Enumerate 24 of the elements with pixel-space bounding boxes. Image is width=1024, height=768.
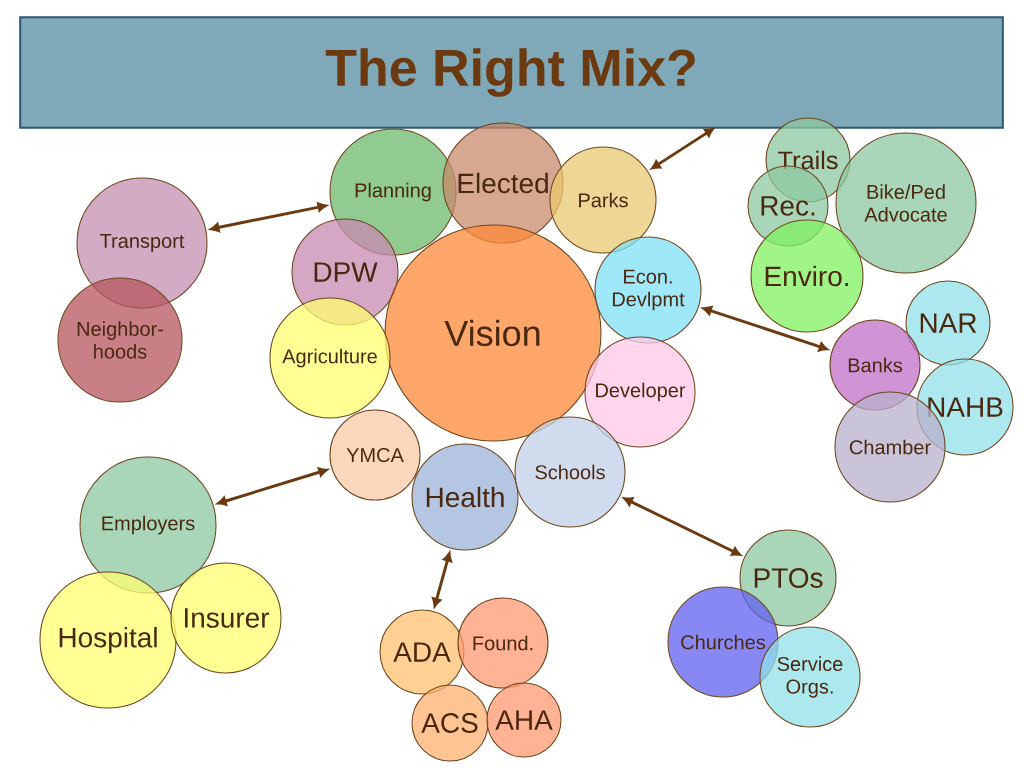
bubble: Parks — [549, 146, 657, 254]
bubble: Found. — [457, 597, 549, 689]
bubble: Econ. Devlpmt — [594, 236, 702, 344]
bubble: ADA — [379, 609, 465, 695]
bubble: YMCA — [329, 409, 421, 501]
title-banner: The Right Mix? — [19, 16, 1004, 129]
bubble: Developer — [584, 336, 696, 448]
bubble: Schools — [514, 416, 626, 528]
double-arrow — [217, 467, 328, 506]
bubble: Insurer — [170, 562, 282, 674]
bubble: ACS — [411, 684, 489, 762]
double-arrow — [432, 552, 453, 608]
bubble: AHA — [486, 682, 562, 758]
bubble: Enviro. — [750, 219, 864, 333]
double-arrow — [210, 202, 327, 233]
bubble: Agriculture — [269, 297, 391, 419]
bubble: NAR — [905, 280, 991, 366]
bubble: Employers — [79, 456, 217, 594]
double-arrow — [623, 497, 741, 556]
double-arrow — [651, 127, 715, 170]
double-arrow — [702, 306, 829, 352]
bubble: Hospital — [39, 571, 177, 709]
bubble: Neighbor- hoods — [57, 277, 183, 403]
bubble: Health — [411, 443, 519, 551]
